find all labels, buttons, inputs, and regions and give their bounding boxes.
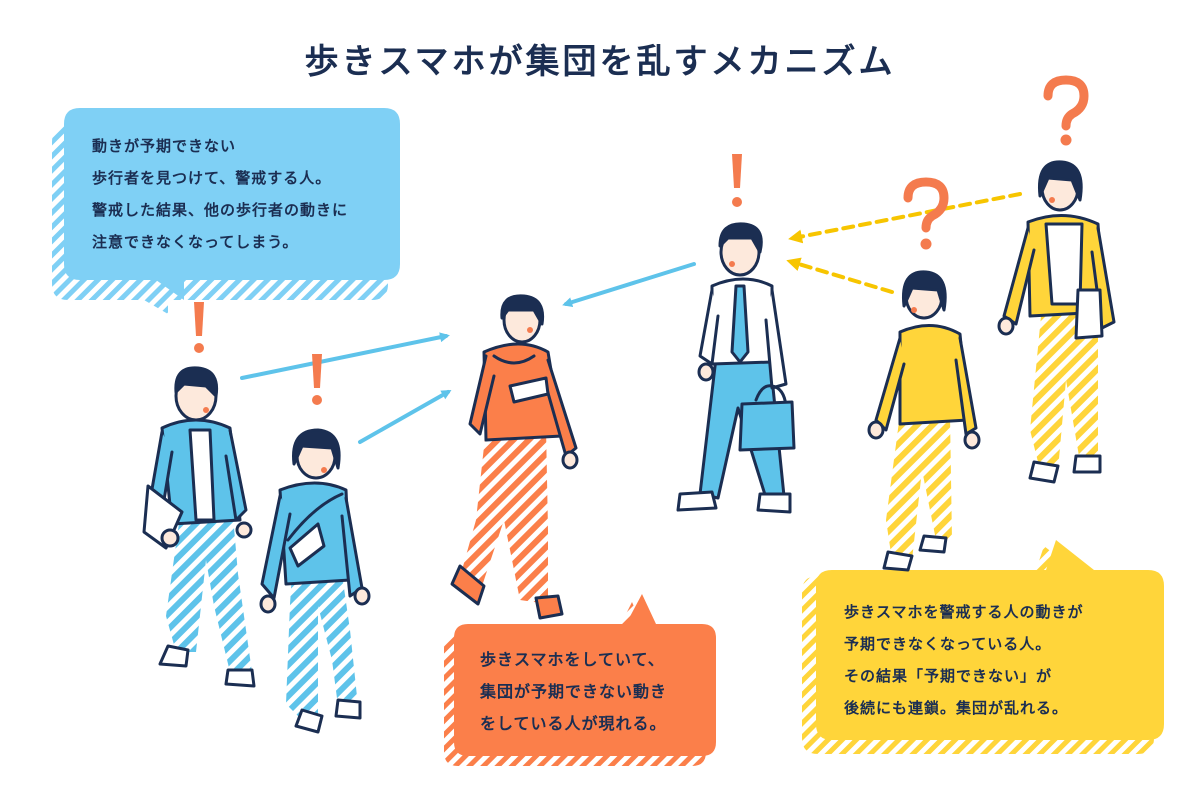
bubble-line: 歩行者を見つけて、警戒する人。 — [92, 169, 332, 187]
bubble-line: 歩きスマホをしていて、 — [480, 650, 665, 669]
bubble-line: をしている人が現れる。 — [480, 714, 667, 733]
person-white-shirt-man — [676, 222, 796, 514]
person-yellow-woman-front — [867, 270, 981, 572]
bubble-line: 動きが予期できない — [92, 137, 237, 155]
question-mark-icon — [903, 177, 949, 250]
arrow-blue-man-to-phone-user — [240, 332, 450, 380]
arrow-blue-woman-to-phone-user — [358, 390, 452, 444]
bubble-line: 警戒した結果、他の歩行者の動きに — [92, 201, 349, 219]
person-yellow-woman-back — [997, 160, 1116, 484]
person-orange-phone-user — [450, 294, 579, 620]
speech-bubble-blue: 動きが予期できない 歩行者を見つけて、警戒する人。 警戒した結果、他の歩行者の動… — [44, 104, 404, 324]
bubble-line: 集団が予期できない動き — [480, 682, 668, 701]
exclamation-mark-icon — [732, 154, 742, 207]
bubble-line: 予期できなくなっている人。 — [844, 635, 1052, 653]
speech-bubble-blue-shape — [52, 108, 400, 314]
speech-bubble-yellow-shape — [802, 540, 1164, 754]
bubble-line: 注意できなくなってしまう。 — [92, 233, 299, 251]
bubble-line: 後続にも連鎖。集団が乱れる。 — [844, 699, 1069, 717]
bubble-line: その結果「予期できない」が — [844, 667, 1053, 685]
bubble-line: 歩きスマホを警戒する人の動きが — [844, 603, 1084, 621]
person-blue-woman — [259, 428, 371, 734]
exclamation-mark-icon — [312, 354, 322, 405]
arrow-yellow-front-to-white-shirt — [786, 257, 894, 294]
arrow-yellow-back-to-white-shirt — [788, 192, 1022, 244]
speech-bubble-yellow: 歩きスマホを警戒する人の動きが 予期できなくなっている人。 その結果「予期できな… — [798, 540, 1170, 760]
question-mark-icon — [1043, 75, 1089, 146]
speech-bubble-yellow-text: 歩きスマホを警戒する人の動きが 予期できなくなっている人。 その結果「予期できな… — [844, 596, 1084, 724]
page-title: 歩きスマホが集団を乱すメカニズム — [304, 42, 896, 82]
person-blue-man — [142, 366, 256, 688]
speech-bubble-orange-shape — [444, 594, 716, 766]
speech-bubble-orange: 歩きスマホをしていて、 集団が予期できない動き をしている人が現れる。 — [440, 594, 720, 770]
speech-bubble-orange-text: 歩きスマホをしていて、 集団が予期できない動き をしている人が現れる。 — [480, 644, 667, 740]
arrow-white-shirt-to-phone-user — [562, 262, 696, 307]
speech-bubble-blue-text: 動きが予期できない 歩行者を見つけて、警戒する人。 警戒した結果、他の歩行者の動… — [92, 130, 348, 258]
